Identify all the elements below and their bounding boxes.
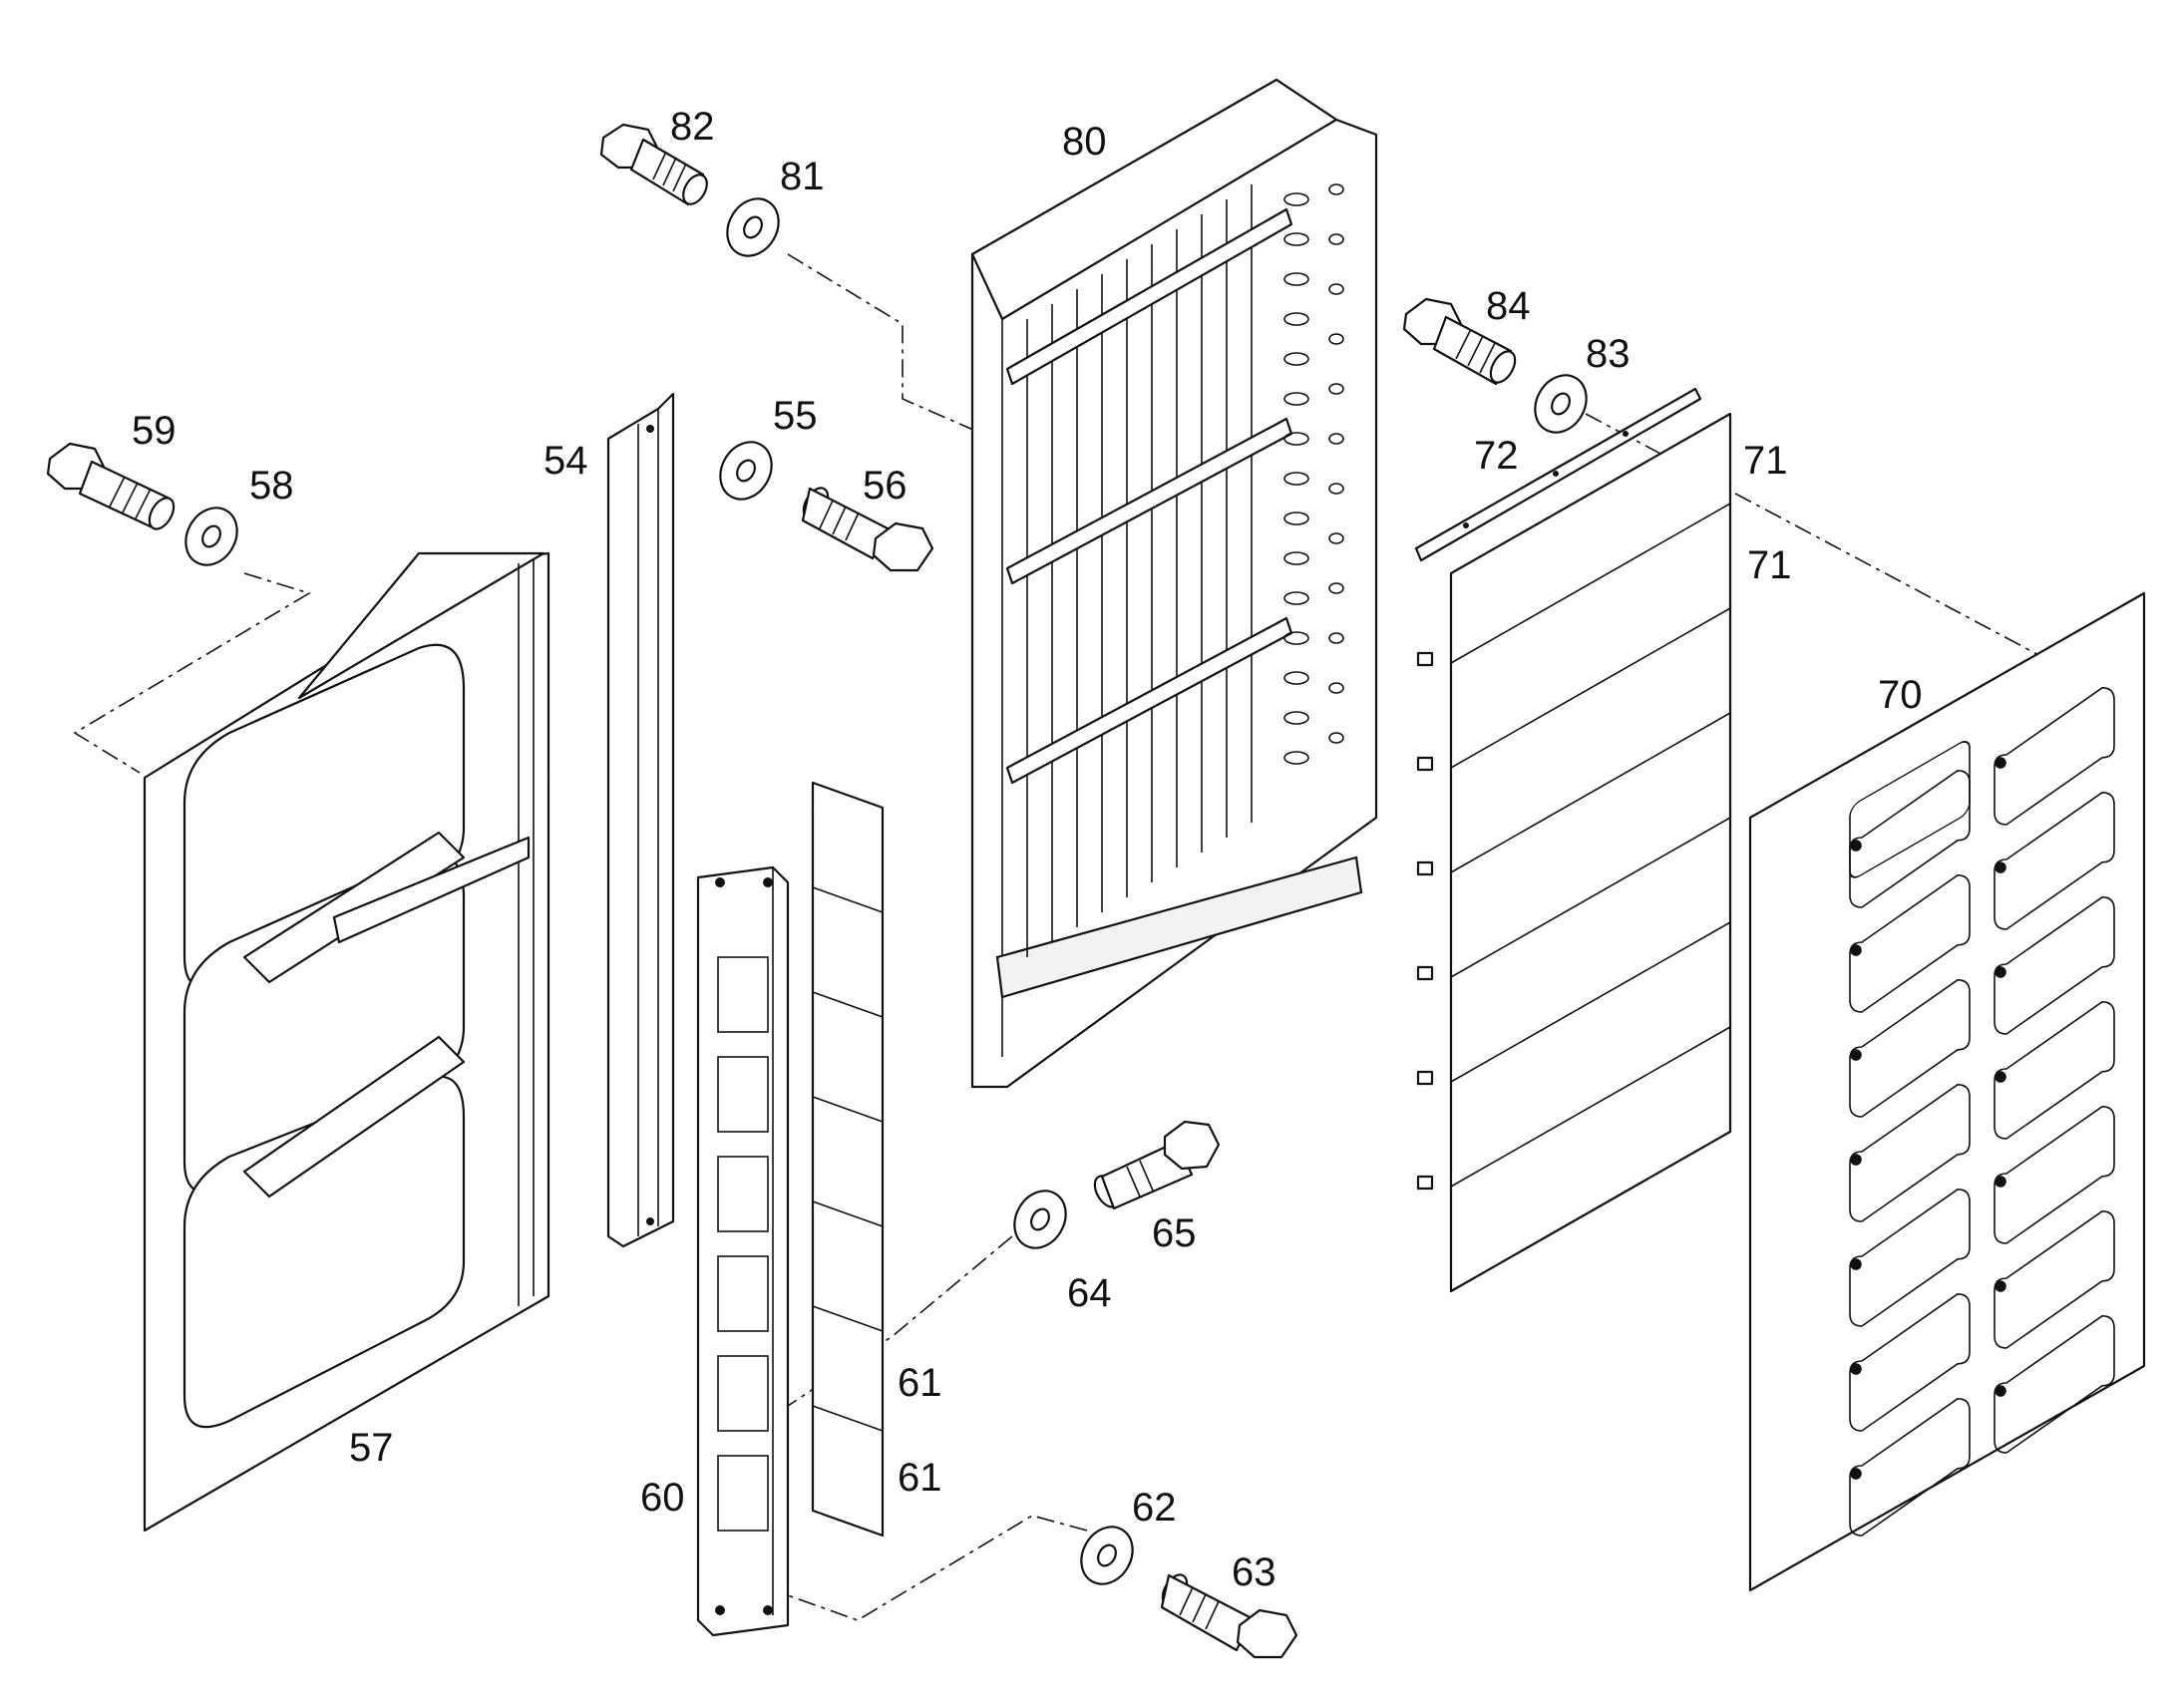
callout-61-top: 61	[898, 1361, 942, 1405]
callout-63: 63	[1232, 1550, 1276, 1594]
panel-70-rivet	[1850, 1468, 1862, 1480]
callout-71-top: 71	[1743, 439, 1788, 483]
panel-70-rivet	[1995, 966, 2006, 978]
panel-70-rivet	[1850, 840, 1862, 852]
callout-59: 59	[132, 409, 177, 453]
callout-82: 82	[670, 105, 715, 149]
washer-55	[719, 441, 773, 501]
callout-72: 72	[1474, 434, 1519, 478]
panel-70-rivet	[1850, 944, 1862, 956]
callout-54: 54	[544, 439, 588, 483]
plate-stack-71	[1416, 412, 1732, 1293]
bolt-84	[1402, 297, 1517, 386]
panel-70-rivet	[1995, 1280, 2006, 1292]
panel-70-rivet	[1995, 1176, 2006, 1188]
rack-60	[696, 865, 790, 1637]
washer-64	[1013, 1190, 1067, 1249]
panel-70	[1748, 591, 2146, 1592]
channel-54	[606, 392, 675, 1248]
callout-labels: 80 82 81 84 83 72 71 71 70 59 58 54 55 5…	[132, 105, 1923, 1594]
bolt-65	[1093, 1120, 1221, 1210]
leader-lines	[73, 253, 2045, 1621]
callout-64: 64	[1067, 1271, 1112, 1315]
panel-70-rivet	[1850, 1363, 1862, 1375]
callout-58: 58	[249, 464, 294, 508]
callout-71-second: 71	[1747, 543, 1792, 587]
callout-81: 81	[780, 155, 825, 198]
panel-70-rivet	[1850, 1049, 1862, 1061]
washer-83	[1534, 374, 1588, 434]
bolt-56	[801, 487, 934, 572]
bolt-82	[599, 123, 708, 206]
callout-80: 80	[1062, 120, 1107, 164]
panel-70-rivet	[1850, 1154, 1862, 1166]
washer-58	[184, 507, 238, 566]
callout-84: 84	[1486, 284, 1531, 328]
callout-55: 55	[773, 394, 818, 438]
callout-65: 65	[1152, 1211, 1197, 1255]
callout-56: 56	[863, 464, 908, 508]
callout-70: 70	[1878, 673, 1923, 717]
callout-57: 57	[349, 1426, 394, 1470]
callout-61-bottom: 61	[898, 1456, 942, 1500]
frame-80	[970, 78, 1378, 1089]
callout-83: 83	[1586, 332, 1631, 376]
panel-57	[143, 551, 550, 1533]
strip-72	[1414, 387, 1702, 562]
callout-62: 62	[1132, 1486, 1177, 1530]
washer-81	[726, 197, 780, 257]
washer-62	[1080, 1526, 1134, 1585]
panel-70-rivet	[1850, 1258, 1862, 1270]
bolt-59	[46, 442, 176, 530]
panel-70-rivet	[1995, 861, 2006, 873]
callout-60: 60	[640, 1476, 685, 1520]
bolt-63	[1160, 1573, 1298, 1659]
panel-70-rivet	[1995, 1071, 2006, 1083]
panel-70-rivet	[1995, 1385, 2006, 1397]
panel-70-rivet	[1995, 757, 2006, 769]
plate-stack-61	[811, 781, 885, 1537]
